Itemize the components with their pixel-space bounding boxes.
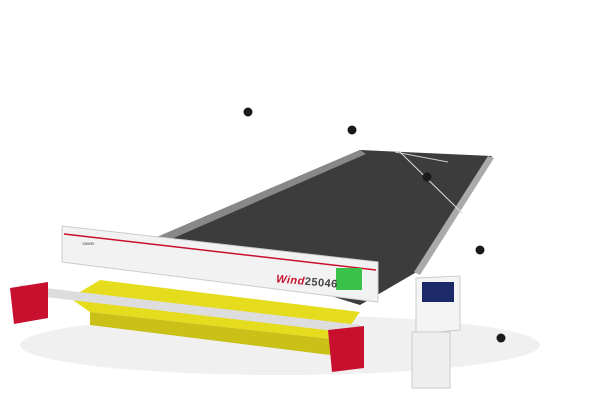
console-screen bbox=[422, 282, 454, 302]
hotspot-4[interactable] bbox=[475, 245, 485, 255]
frame-end-right bbox=[328, 326, 364, 372]
hotspot-2[interactable] bbox=[347, 125, 357, 135]
hotspot-1[interactable] bbox=[243, 107, 253, 117]
gantry-beam bbox=[61, 225, 379, 303]
hotspot-5[interactable] bbox=[496, 333, 506, 343]
hotspot-3[interactable] bbox=[422, 172, 432, 182]
frame-end-left bbox=[10, 282, 48, 324]
gantry-display bbox=[336, 268, 362, 290]
brand-logo: YAWEI bbox=[82, 241, 95, 246]
